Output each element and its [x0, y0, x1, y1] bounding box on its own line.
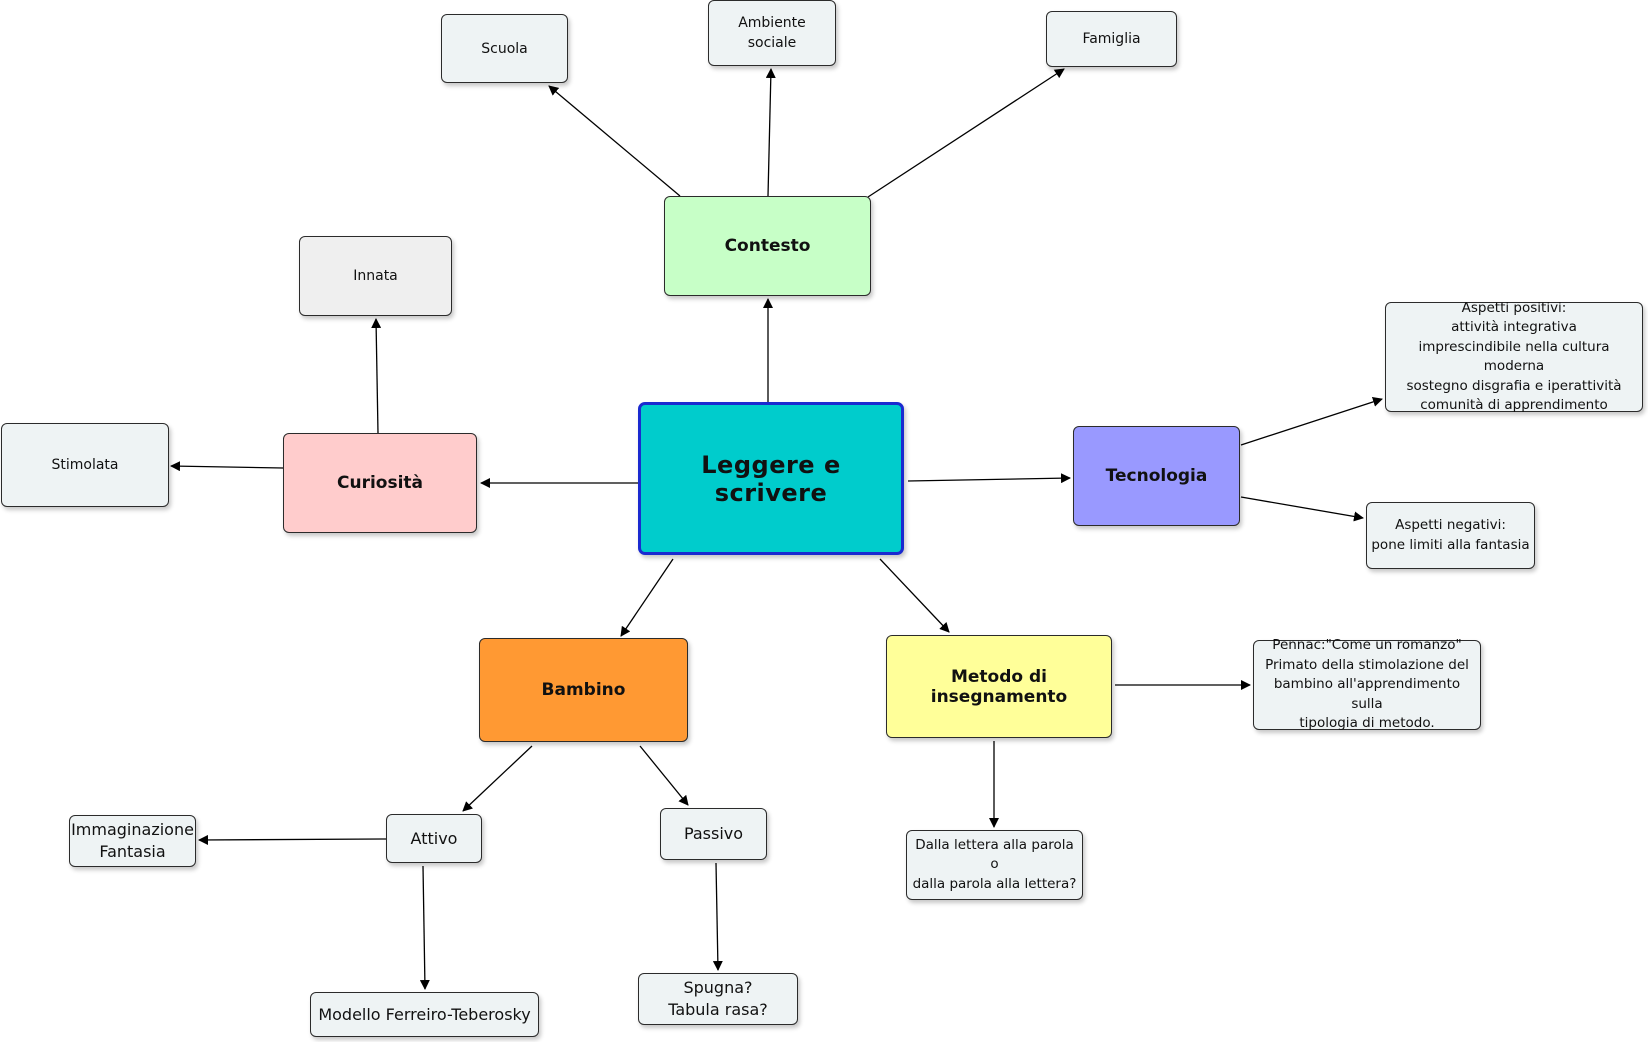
leaf-node-label: Modello Ferreiro-Teberosky [318, 1004, 531, 1024]
leaf-node-label: Stimolata [51, 457, 119, 473]
branch-node-curiosita[interactable]: Curiosità [283, 433, 477, 533]
connector-curiosita-to-innata [371, 318, 382, 434]
connector-bambino-to-passivo [639, 745, 689, 806]
leaf-node-aspetti-negativi[interactable]: Aspetti negativi: pone limiti alla fanta… [1366, 502, 1535, 569]
leaf-node-label: Spugna? Tabula rasa? [668, 978, 768, 1019]
leaf-node-label: Immaginazione Fantasia [71, 820, 194, 861]
leaf-node-ambiente-sociale[interactable]: Ambiente sociale [708, 0, 836, 66]
leaf-node-label: Ambiente sociale [738, 15, 806, 51]
center-node-label: Leggere e scrivere [701, 450, 841, 507]
leaf-node-dalla-lettera-alla-parola[interactable]: Dalla lettera alla parola o dalla parola… [906, 830, 1083, 900]
leaf-node-label: Dalla lettera alla parola o dalla parola… [912, 836, 1077, 892]
leaf-node-innata[interactable]: Innata [299, 236, 452, 316]
leaf-node-label: Pennac:"Come un romanzo" Primato della s… [1265, 637, 1469, 732]
branch-node-label: Curiosità [336, 473, 423, 493]
leaf-node-famiglia[interactable]: Famiglia [1046, 11, 1177, 67]
leaf-node-stimolata[interactable]: Stimolata [1, 423, 169, 507]
branch-node-contesto[interactable]: Contesto [664, 196, 871, 296]
leaf-node-label: Passivo [683, 824, 744, 843]
connector-contesto-to-scuola [548, 85, 681, 197]
leaf-node-label: Innata [353, 268, 398, 284]
leaf-node-passivo[interactable]: Passivo [660, 808, 767, 860]
leaf-node-label: Scuola [481, 40, 528, 57]
branch-node-label: Bambino [541, 680, 626, 700]
leaf-node-scuola[interactable]: Scuola [441, 14, 568, 83]
connector-center-to-tecnologia [907, 473, 1071, 484]
connector-center-to-metodo [879, 558, 950, 633]
leaf-node-modello-ferreiro-teberosky[interactable]: Modello Ferreiro-Teberosky [310, 992, 539, 1037]
connector-attivo-to-immaginazione [198, 834, 387, 845]
branch-node-label: Contesto [724, 236, 811, 256]
branch-node-metodo-di-insegnamento[interactable]: Metodo di insegnamento [886, 635, 1112, 738]
leaf-node-label: Attivo [410, 828, 458, 848]
leaf-node-label: Aspetti positivi: attività integrativa i… [1406, 299, 1622, 414]
leaf-node-immaginazione-fantasia[interactable]: Immaginazione Fantasia [69, 815, 196, 867]
center-node-leggere-e-scrivere[interactable]: Leggere e scrivere [638, 402, 904, 555]
leaf-node-pennac[interactable]: Pennac:"Come un romanzo" Primato della s… [1253, 637, 1481, 731]
branch-node-label: Tecnologia [1105, 466, 1208, 486]
leaf-node-attivo[interactable]: Attivo [386, 814, 482, 863]
connector-center-to-bambino [620, 558, 674, 637]
connector-tecnologia-to-negativi [1240, 496, 1364, 522]
connector-curiosita-to-stimolata [170, 461, 284, 472]
connector-contesto-to-ambiente [765, 68, 776, 197]
leaf-node-label: Famiglia [1082, 31, 1141, 47]
connector-tecnologia-to-positivi [1240, 397, 1383, 446]
leaf-node-aspetti-positivi[interactable]: Aspetti positivi: attività integrativa i… [1385, 300, 1643, 413]
leaf-node-spugna-tabula-rasa[interactable]: Spugna? Tabula rasa? [638, 973, 798, 1025]
branch-node-label: Metodo di insegnamento [930, 666, 1068, 707]
leaf-node-label: Aspetti negativi: pone limiti alla fanta… [1371, 517, 1530, 553]
connector-attivo-to-modello [419, 865, 430, 990]
branch-node-bambino[interactable]: Bambino [479, 638, 688, 742]
connector-passivo-to-spugna [712, 862, 723, 971]
connector-contesto-to-famiglia [867, 68, 1065, 198]
connector-bambino-to-attivo [462, 745, 533, 812]
branch-node-tecnologia[interactable]: Tecnologia [1073, 426, 1240, 526]
